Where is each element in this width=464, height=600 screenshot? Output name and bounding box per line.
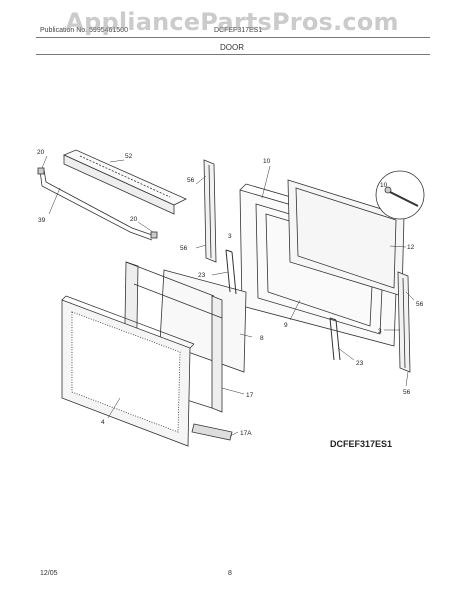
part-label-56: 56 (416, 301, 424, 308)
part-12-gasket-frame (287, 179, 405, 297)
section-title: DOOR (220, 43, 244, 52)
part-17a-bottom-trim (191, 423, 233, 441)
part-label-8: 8 (260, 335, 264, 342)
part-number-labels: 20 52 39 20 56 56 3 10 10 12 23 9 8 4 17… (37, 149, 424, 437)
part-label-17: 17 (246, 392, 254, 399)
part-3-side-channel-left (203, 159, 217, 263)
part-label-52: 52 (125, 153, 133, 160)
part-label-9: 9 (284, 322, 288, 329)
part-52-trim (62, 149, 187, 215)
part-3-side-channel-right (397, 271, 411, 373)
part-label-20: 20 (37, 149, 45, 156)
header-model: DCFEF317ES1 (214, 27, 263, 34)
part-label-23: 23 (356, 360, 364, 367)
part-label-10: 10 (380, 182, 388, 189)
part-label-3: 3 (378, 328, 382, 335)
part-label-17a: 17A (240, 430, 252, 437)
part-label-39: 39 (38, 217, 46, 224)
part-label-3: 3 (228, 233, 232, 240)
diagram-code: DCFEF317ES1 (330, 439, 393, 449)
part-label-12: 12 (407, 244, 415, 251)
header-rule (36, 37, 430, 38)
part-10-hinge-detail (375, 170, 425, 220)
part-20-screw-left (37, 167, 45, 175)
footer-date: 12/05 (40, 570, 58, 577)
part-label-10: 10 (263, 158, 271, 165)
part-label-56: 56 (187, 177, 195, 184)
watermark-logo: AppliancePartsPros.com (65, 8, 399, 36)
footer-page-number: 8 (228, 570, 232, 577)
section-rule (36, 54, 430, 55)
part-label-4: 4 (101, 419, 105, 426)
part-23-hinge-right (329, 317, 341, 361)
part-label-23: 23 (198, 272, 206, 279)
part-4-outer-door-panel (61, 295, 195, 447)
part-label-56: 56 (180, 245, 188, 252)
part-label-56: 56 (403, 389, 411, 396)
publication-label: Publication No. 5995461500 (40, 27, 128, 34)
part-label-20: 20 (130, 216, 138, 223)
part-20-screw-right (150, 231, 158, 239)
part-23-hinge-left (225, 249, 237, 295)
